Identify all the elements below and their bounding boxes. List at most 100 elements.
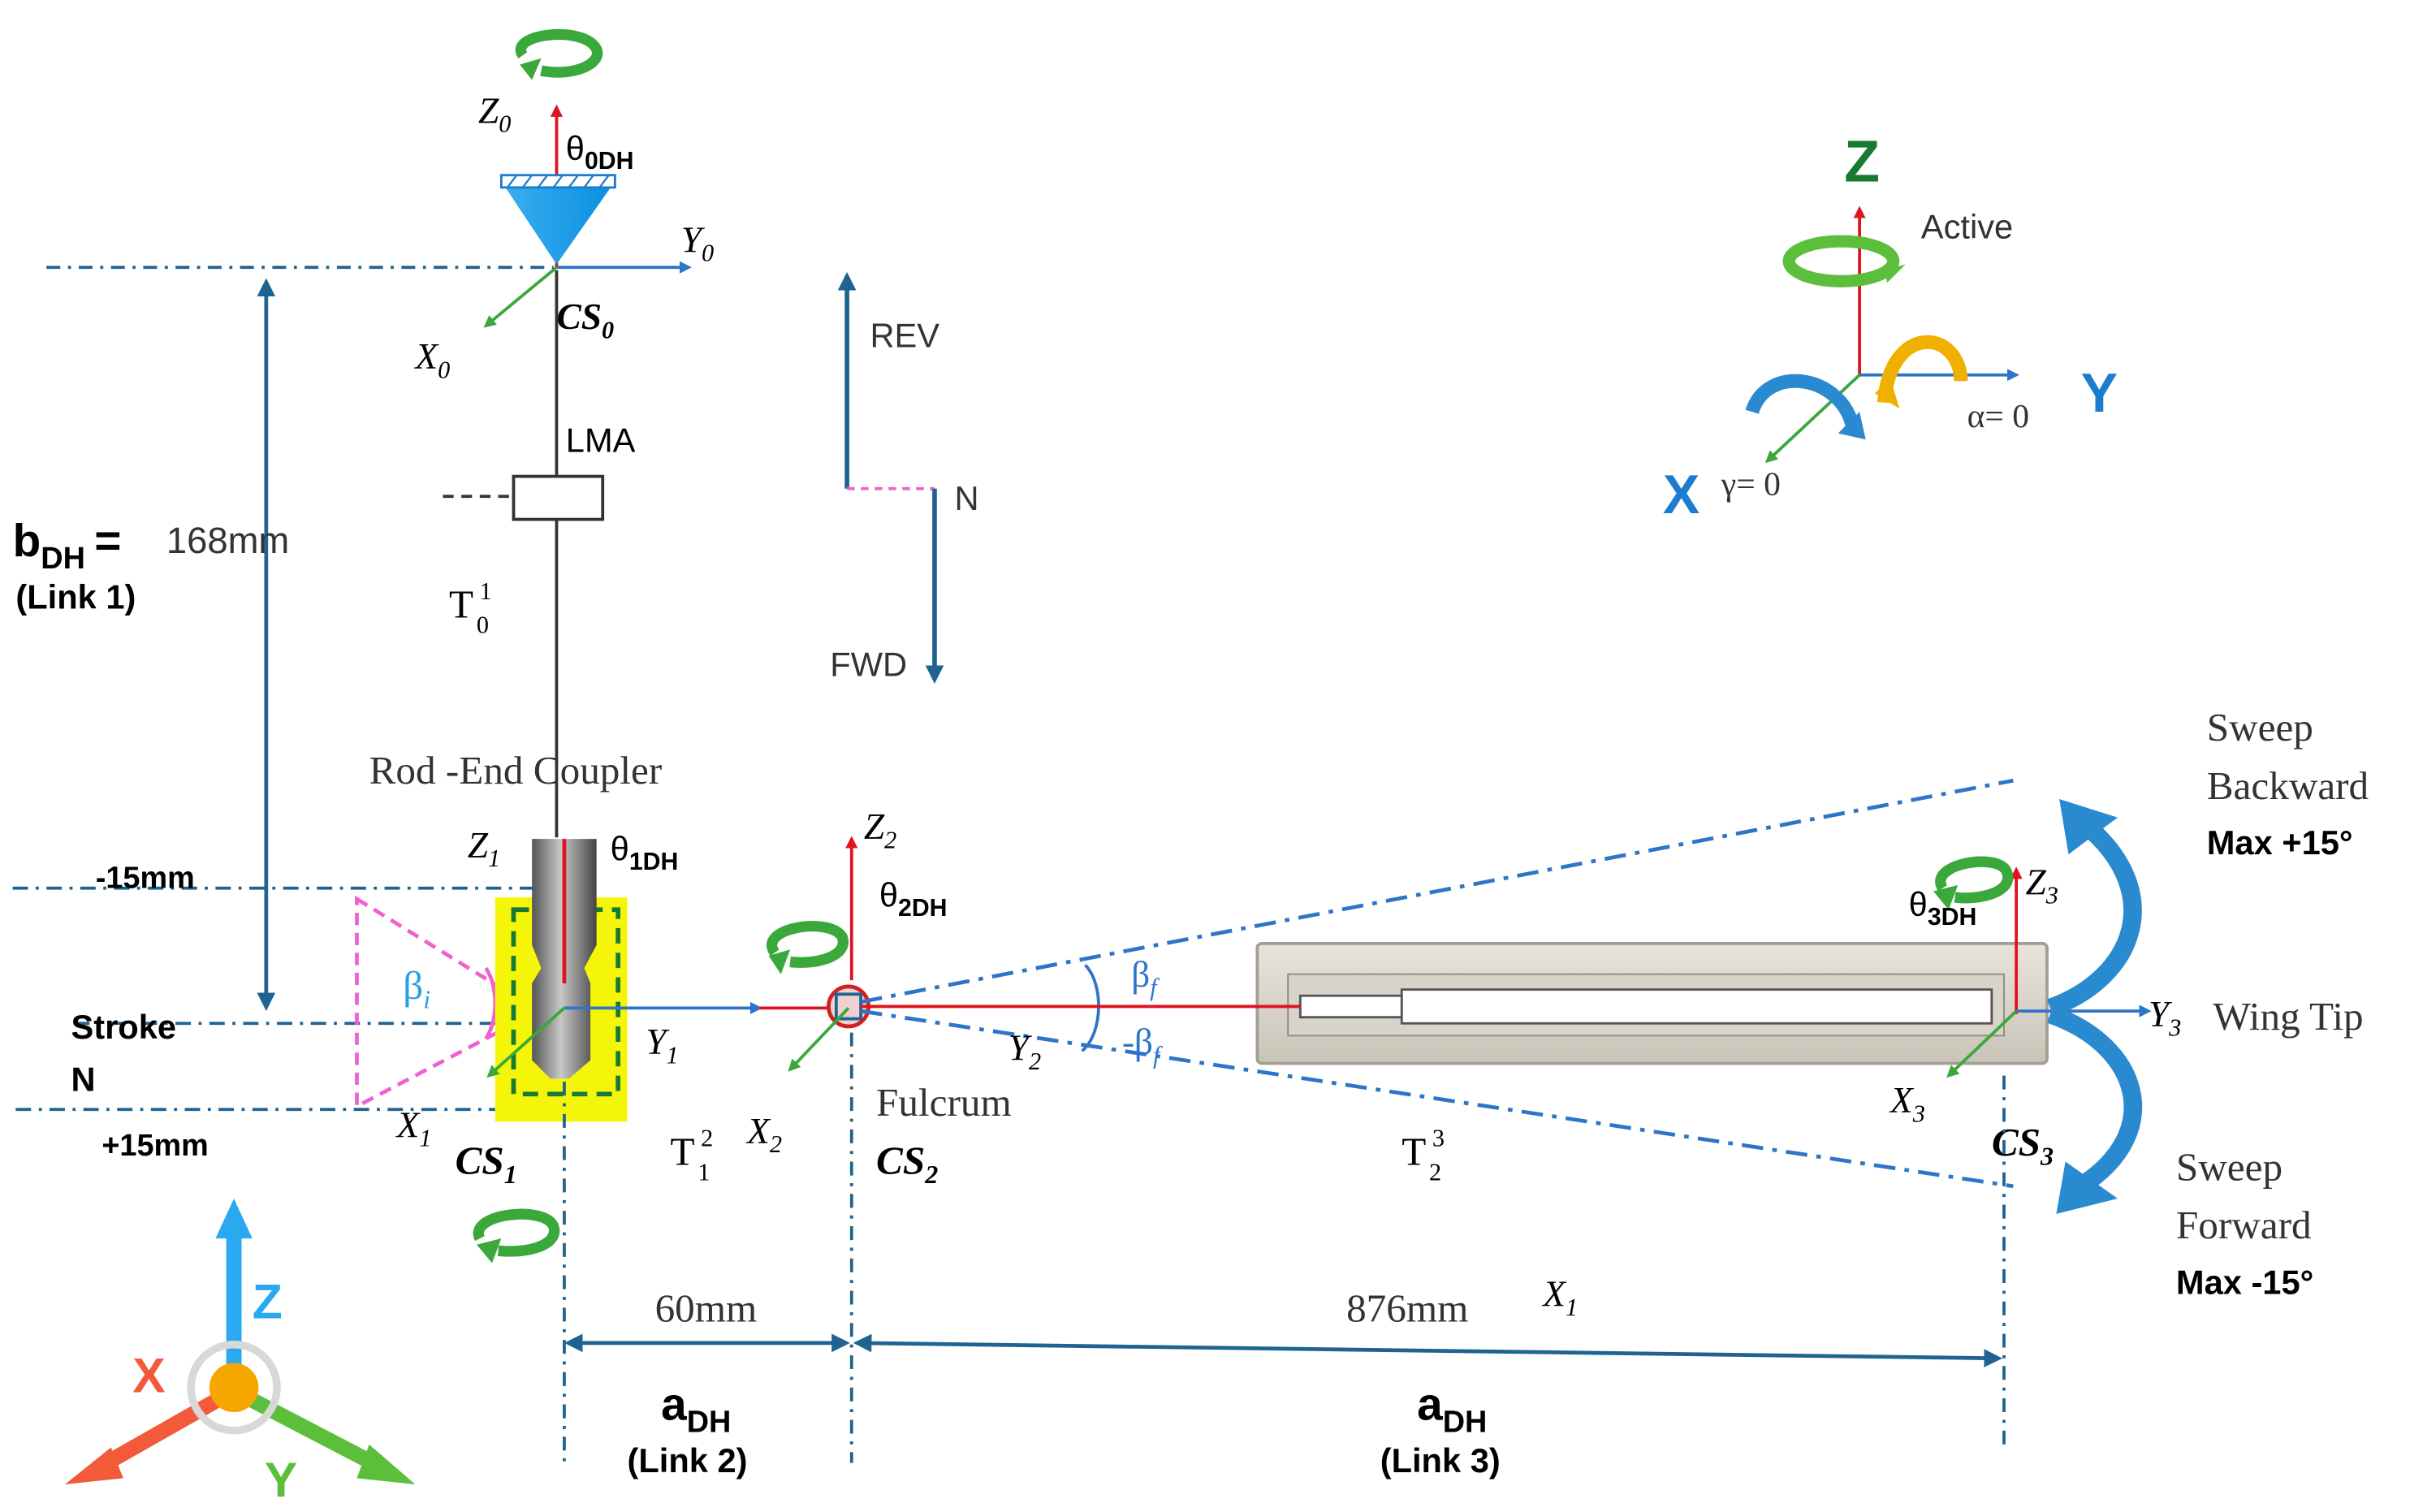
neutral-label: N: [955, 479, 979, 517]
svg-text:-βf: -βf: [1122, 1022, 1163, 1069]
svg-text:Z3: Z3: [2025, 862, 2058, 909]
svg-text:X0: X0: [413, 336, 450, 383]
theta1-label: θ: [611, 830, 629, 868]
bdh-label: b: [13, 516, 41, 567]
global-z-label: Z: [253, 1274, 283, 1329]
link3-label: (Link 3): [1380, 1441, 1501, 1480]
svg-text:Y0: Y0: [681, 219, 714, 266]
legend-z-label: Z: [1844, 129, 1880, 194]
coupler-label: Rod -End Coupler: [369, 748, 663, 793]
x1-bottom-label: X: [1541, 1273, 1567, 1314]
svg-text:aDH: aDH: [1417, 1379, 1487, 1439]
svg-text:Z2: Z2: [864, 806, 896, 853]
rotation-arrow-icon: [1935, 856, 2014, 904]
y3-label: Y: [2149, 994, 2173, 1035]
gamma-rotation-icon: [1745, 374, 1860, 432]
fixed-base-icon: [501, 181, 615, 265]
global-x-label: X: [132, 1347, 165, 1402]
neg-beta-f-label: -β: [1122, 1022, 1153, 1062]
svg-text:CS3: CS3: [1992, 1120, 2054, 1170]
cs1-label: CS: [456, 1138, 504, 1183]
svg-text:CS1: CS1: [456, 1138, 517, 1189]
svg-text:Y2: Y2: [1008, 1028, 1041, 1075]
x3-label: X: [1889, 1080, 1915, 1121]
sweep-fwd-max: Max -15°: [2176, 1263, 2313, 1301]
active-label: Active: [1921, 207, 2013, 245]
svg-text:θ1DH: θ1DH: [611, 830, 679, 875]
svg-text:βf: βf: [1131, 954, 1160, 1001]
link1-label: (Link 1): [15, 577, 136, 616]
svg-text:Z0: Z0: [478, 90, 511, 137]
theta0-label: θ: [566, 129, 585, 167]
adh-link2-label: a: [661, 1379, 687, 1430]
lma-actuator: [512, 474, 605, 521]
t12-label: T: [670, 1129, 694, 1173]
x2-label: X: [745, 1111, 771, 1151]
svg-text:βi: βi: [403, 963, 430, 1013]
link3-length: 876mm: [1346, 1285, 1468, 1330]
beta-i-triangle: [355, 895, 542, 1110]
y1-label: Y: [646, 1022, 670, 1062]
svg-text:T10: T10: [449, 577, 492, 639]
global-axes-icon: Z X Y: [64, 1198, 416, 1507]
global-y-label: Y: [265, 1452, 297, 1507]
beta-i-label: β: [403, 963, 423, 1008]
stroke-region: -15mm +15mm Stroke N βi: [12, 862, 554, 1163]
x2-axis: [788, 1007, 850, 1072]
legend-x-label: X: [1663, 464, 1700, 525]
lma-label: LMA: [566, 421, 636, 459]
x0-axis: [483, 266, 558, 328]
direction-indicator: REV N FWD: [830, 271, 979, 685]
bottom-dimensions: 60mm 876mm X1 aDH (Link 2) aDH (Link 3): [473, 1032, 2006, 1480]
stroke-label: Stroke: [71, 1008, 177, 1046]
x3-axis: [1946, 1009, 2018, 1078]
wing: [861, 941, 2049, 1065]
stroke-n-label: N: [71, 1061, 96, 1099]
adh-link3-label: a: [1417, 1379, 1443, 1430]
svg-text:Y1: Y1: [646, 1022, 678, 1069]
link1-dimension: bDH= 168mm (Link 1): [13, 266, 554, 1012]
fwd-label: FWD: [830, 646, 907, 684]
svg-text:θ3DH: θ3DH: [1909, 885, 1977, 931]
y0-label: Y: [681, 219, 706, 260]
rotation-arrow-icon: [767, 921, 849, 968]
theta2-label: θ: [879, 875, 898, 914]
svg-text:CS0: CS0: [556, 296, 614, 343]
svg-text:X1: X1: [1541, 1273, 1578, 1320]
bdh-value: 168mm: [166, 520, 289, 561]
theta3-label: θ: [1909, 885, 1928, 923]
t23-label: T: [1402, 1129, 1426, 1173]
frame-0: Z0 θ0DH Y0 X0 CS0: [413, 28, 714, 384]
svg-text:X1: X1: [395, 1104, 432, 1151]
alpha-rotation-icon: [1877, 335, 1968, 404]
sweep-fwd-line2: Forward: [2176, 1203, 2312, 1247]
wing-tip-label: Wing Tip: [2213, 994, 2363, 1039]
active-rotation-icon: [1782, 235, 1900, 287]
sweep-backward-arrow-icon: [2046, 816, 2142, 1017]
sweep-back-line1: Sweep: [2207, 705, 2313, 750]
link2-length: 60mm: [655, 1285, 758, 1330]
gamma-label: γ= 0: [1721, 465, 1781, 503]
link2-label: (Link 2): [628, 1441, 748, 1480]
y2-label: Y: [1008, 1028, 1033, 1069]
cs0-label: CS: [556, 296, 602, 337]
svg-text:bDH=: bDH=: [13, 516, 122, 576]
minus-15-label: -15mm: [96, 862, 195, 896]
svg-text:T21: T21: [670, 1125, 713, 1186]
z2-label: Z: [864, 806, 885, 847]
sweep-back-line2: Backward: [2207, 763, 2369, 808]
t01-label: T: [449, 582, 473, 627]
legend-y-label: Y: [2081, 362, 2118, 424]
rotation-legend: Z Active α= 0 Y X γ= 0: [1663, 129, 2118, 525]
x1-axis: [486, 1006, 566, 1078]
svg-text:T32: T32: [1402, 1125, 1445, 1186]
rotation-arrow-icon: [473, 1208, 560, 1257]
svg-text:Y3: Y3: [2149, 994, 2181, 1041]
x1-label: X: [395, 1104, 421, 1145]
sweep-back-max: Max +15°: [2207, 823, 2353, 862]
svg-text:X2: X2: [745, 1111, 782, 1158]
fulcrum: Z2 θ2DH X2 Fulcrum CS2: [745, 806, 1012, 1189]
x0-label: X: [413, 336, 439, 377]
z1-label: Z: [468, 825, 489, 866]
